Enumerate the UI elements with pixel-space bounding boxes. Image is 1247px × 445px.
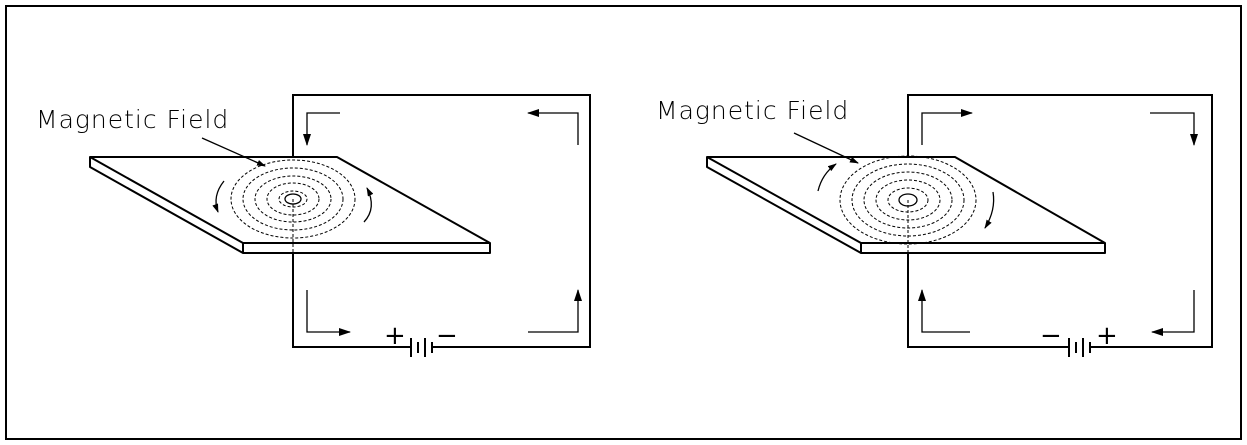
panel-right: Magnetic Field − + [656, 94, 1213, 364]
battery-left-sign: − [1040, 321, 1062, 351]
battery [1060, 328, 1100, 364]
field-pointer-arrow [201, 137, 266, 167]
current-arrow-bottom-right [528, 289, 582, 333]
current-arrow-top-left [921, 109, 973, 145]
current-arrow-bottom-left [918, 289, 970, 333]
current-arrow-bottom-right [1151, 290, 1195, 336]
field-pointer-arrow [793, 132, 859, 164]
current-arrow-top-left [303, 112, 340, 146]
field-label: Magnetic Field [36, 105, 229, 134]
battery-right-sign: + [1096, 321, 1118, 351]
field-rotation-arrow-left [212, 180, 225, 213]
magnetic-field-rings [230, 159, 356, 239]
battery [404, 328, 442, 364]
field-rotation-arrow-right [984, 191, 995, 229]
conductor-plate [706, 156, 1106, 254]
battery-left-sign: + [384, 321, 406, 351]
field-label: Magnetic Field [656, 96, 849, 125]
current-arrow-top-right [1150, 112, 1198, 146]
conductor-plate [89, 156, 491, 254]
battery-right-sign: − [436, 321, 458, 351]
outer-frame [5, 5, 1242, 440]
panel-left: Magnetic Field + − [36, 94, 591, 364]
current-arrow-bottom-left [306, 290, 351, 336]
field-rotation-arrow-left [817, 163, 837, 192]
field-rotation-arrow-right [363, 187, 374, 223]
current-arrow-top-right [527, 109, 579, 145]
